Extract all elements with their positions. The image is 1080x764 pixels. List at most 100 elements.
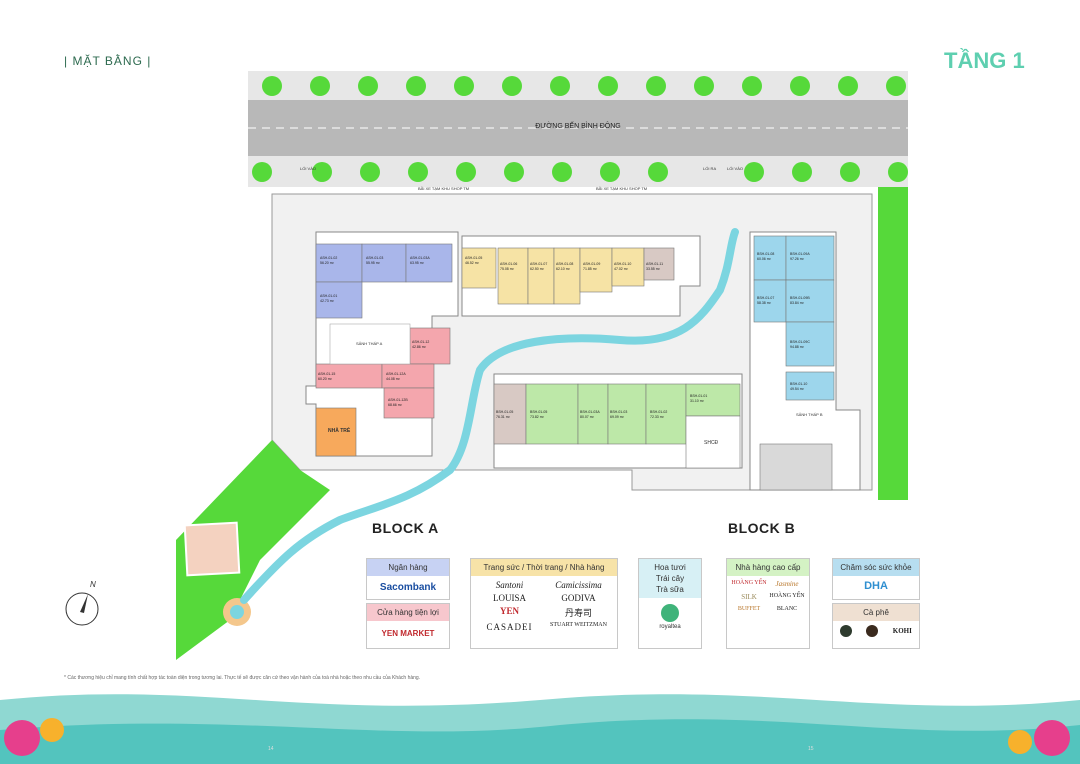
legend-store-title: Cửa hàng tiện lợi [367, 604, 449, 621]
unit-area: 97.26 m² [790, 257, 804, 261]
legend-restaurant-title: Nhà hàng cao cấp [727, 559, 809, 576]
unit-id: BSH-01-09B [790, 296, 810, 300]
legend-cafe: Cà phê KOHI [832, 603, 920, 649]
shcd-label: SHCĐ [704, 440, 719, 446]
unit-id: ASH-01-11 [646, 262, 664, 266]
unit-area: 58.38 m² [757, 301, 771, 305]
hall-a-label: SẢNH THÁP A [356, 341, 383, 346]
unit-area: 60.06 m² [757, 257, 771, 261]
page-number-right: 15 [808, 746, 814, 752]
footnote: * Các thương hiệu chỉ mang tính chất hợp… [64, 675, 421, 681]
brand-hoang-yen: HOÀNG YẾN [731, 580, 767, 586]
unit-id: ASH-01-02 [320, 256, 338, 260]
unit-id: ASH-01-12B [388, 398, 408, 402]
brand-blanc: BLANC [776, 606, 798, 612]
unit-area: 71.85 m² [583, 267, 597, 271]
unit-area: 62.50 m² [530, 267, 544, 271]
unit-area: 33.55 m² [646, 267, 660, 271]
unit-id: BSH-01-02 [650, 410, 668, 414]
compass-icon [65, 592, 99, 626]
legend-restaurant: Nhà hàng cao cấp HOÀNG YẾN Jasmine SILK … [726, 558, 810, 649]
legend-fruit: Hoa tươi Trái cây Trà sữa royaltea [638, 558, 702, 649]
royaltea-icon [661, 604, 679, 622]
park-area [176, 440, 330, 660]
legend-bank: Ngân hàng Sacombank [366, 558, 450, 600]
unit-area: 42.73 m² [320, 299, 334, 303]
block-b-label: BLOCK B [728, 520, 796, 536]
tree-row-top [262, 76, 906, 96]
unit-id: BSH-01-05 [530, 410, 548, 414]
flower-decor-left [4, 720, 40, 756]
section-title: | MẶT BẰNG | [64, 54, 152, 68]
exit-label: LỐI RA [703, 166, 716, 171]
unit-area: 55.95 m² [366, 261, 380, 265]
brand-godiva: GODIVA [561, 593, 596, 603]
unit-id: ASH-01-06 [500, 262, 518, 266]
unit-area: 49.54 m² [790, 387, 804, 391]
royaltea-logo: royaltea [659, 624, 681, 630]
brand-tanjushi: 丹寿司 [564, 608, 592, 618]
unit-area: 83.84 m² [790, 301, 804, 305]
unit-id: ASH-01-10 [614, 262, 632, 266]
unit-area: 94.88 m² [790, 345, 804, 349]
entry-label-2: LỐI VÀO [727, 166, 743, 171]
sport-court [183, 521, 241, 577]
kohi-logo: KOHI [892, 627, 912, 635]
water-stream [240, 228, 739, 604]
unit-area: 69.09 m² [610, 415, 624, 419]
unit-area: 80.07 m² [580, 415, 594, 419]
unit-area: 60.20 m² [318, 377, 332, 381]
unit-area: 76.31 m² [496, 415, 510, 419]
unit-id: BSH-01-03A [580, 410, 600, 414]
unit-area: 47.02 m² [614, 267, 628, 271]
legend-health-title: Chăm sóc sức khỏe [833, 559, 919, 576]
cafe-logo-1-icon [840, 625, 853, 637]
yen-market-logo: YEN MARKET [381, 629, 435, 638]
parking-label-a: BÃI XE TẠM KHU SHOP TM [418, 186, 469, 191]
brand-yen: YEN [499, 606, 519, 616]
legend-store: Cửa hàng tiện lợi YEN MARKET [366, 603, 450, 649]
legend-fruit-title: Hoa tươi Trái cây Trà sữa [639, 559, 701, 598]
unit-area: 62.10 m² [556, 267, 570, 271]
brand-silk: SILK [741, 593, 757, 601]
flower-decor-right [1034, 720, 1070, 756]
block-a-label: BLOCK A [372, 520, 439, 536]
unit-area: 73.82 m² [530, 415, 544, 419]
unit-id: BSH-01-03 [610, 410, 628, 414]
unit-id: BSH-01-09C [790, 340, 810, 344]
unit-area: 31.10 m² [690, 399, 704, 403]
nha-tre-label: NHÀ TRẺ [328, 428, 351, 434]
brand-camicissima: Camicissima [555, 580, 602, 590]
unit-area: 44.08 m² [386, 377, 400, 381]
page-number-left: 14 [268, 746, 274, 752]
unit-id: ASH-01-07 [530, 262, 548, 266]
unit-id: ASH-01-01 [320, 294, 338, 298]
unit-id: ASH-01-03 [366, 256, 384, 260]
brand-stuart-weitzman: STUART WEITZMAN [550, 622, 607, 628]
unit-id: ASH-01-12 [412, 340, 430, 344]
sacombank-logo: Sacombank [379, 582, 437, 593]
unit-area: 63.95 m² [410, 261, 424, 265]
dha-logo: DHA [864, 580, 888, 592]
legend-cafe-title: Cà phê [833, 604, 919, 621]
unit-id: BSH-01-09A [790, 252, 810, 256]
